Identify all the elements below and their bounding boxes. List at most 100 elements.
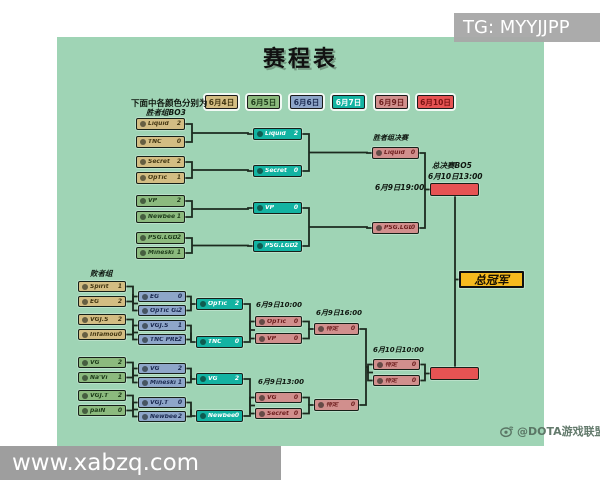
team-logo-icon xyxy=(257,205,263,211)
team-logo-icon xyxy=(140,235,146,241)
team-logo-icon xyxy=(259,394,265,401)
team-logo-icon xyxy=(142,336,148,343)
team-score: 1 xyxy=(117,282,122,290)
bracket-box-wb_r2-2: Secret 0 xyxy=(253,165,302,177)
team-name: PSG.LGD xyxy=(148,235,177,241)
team-logo-icon xyxy=(200,339,206,345)
team-score: 2 xyxy=(117,315,122,323)
team-logo-icon xyxy=(259,335,265,342)
team-score: 2 xyxy=(293,242,298,249)
label-wb_final: 胜者组决赛 xyxy=(373,134,408,142)
legend-label: 下面中各颜色分别为 xyxy=(131,99,208,109)
team-name: PSG.LGD xyxy=(265,243,294,249)
team-score: 0 xyxy=(410,224,415,231)
team-logo-icon xyxy=(140,121,146,127)
credit-text: @DOTA游戏联盟 xyxy=(517,425,600,438)
page-title: 赛程表 xyxy=(262,47,338,72)
team-score: 1 xyxy=(177,378,182,386)
bracket-box-wb_r1-2: TNC 0 xyxy=(136,136,185,148)
team-logo-icon xyxy=(140,159,146,165)
label-lb_r4b_time: 6月9日13:00 xyxy=(258,378,305,386)
team-name: Newbee xyxy=(208,413,235,419)
team-score: 0 xyxy=(177,292,182,300)
legend-day-2: 6月5日 xyxy=(247,95,280,109)
team-name: VGJ.T xyxy=(90,392,109,399)
team-name: Newbee xyxy=(150,413,178,420)
team-name: PSG.LGD xyxy=(384,225,411,231)
team-score: 0 xyxy=(176,138,181,145)
team-name: VGJ.S xyxy=(90,316,109,323)
team-name: Secret xyxy=(267,410,289,417)
team-logo-icon xyxy=(82,392,88,399)
team-score: 0 xyxy=(293,167,298,174)
team-score: 0 xyxy=(293,409,298,417)
team-logo-icon xyxy=(142,322,148,329)
team-name: VP xyxy=(267,335,277,342)
team-name: Secret xyxy=(148,159,170,165)
team-logo-icon xyxy=(377,361,383,368)
team-logo-icon xyxy=(257,168,263,174)
label-gf_time: 6月10日13:00 xyxy=(428,172,483,181)
team-score: 1 xyxy=(177,321,182,329)
team-logo-icon xyxy=(200,376,206,382)
team-name: Mineski xyxy=(148,250,174,256)
team-name: OpTic xyxy=(267,318,287,325)
team-name: TNC xyxy=(148,139,162,145)
team-name: 待定 xyxy=(326,326,339,332)
team-logo-icon xyxy=(259,318,265,325)
legend-day-3: 6月6日 xyxy=(290,95,323,109)
credit-line: @DOTA游戏联盟 xyxy=(500,423,600,439)
label-lb_r5_time: 6月9日16:00 xyxy=(316,309,363,317)
legend-day-4: 6月7日 xyxy=(332,95,365,109)
bracket-box-lb_r2-4: TNC PRE..2 xyxy=(138,334,186,345)
team-logo-icon xyxy=(82,331,88,338)
team-score: 0 xyxy=(293,334,298,342)
team-score: 0 xyxy=(411,360,416,368)
team-logo-icon xyxy=(376,225,382,231)
team-score: 0 xyxy=(117,330,122,338)
team-name: paiN xyxy=(90,407,106,414)
team-score: 2 xyxy=(176,234,181,241)
team-logo-icon xyxy=(82,298,88,305)
team-logo-icon xyxy=(142,307,148,314)
team-logo-icon xyxy=(200,413,206,419)
team-logo-icon xyxy=(140,250,146,256)
team-logo-icon xyxy=(140,175,146,181)
team-score: 0 xyxy=(411,376,416,384)
bracket-box-lb_r2-2: OpTic Ga..2 xyxy=(138,305,186,316)
legend-day-6: 6月10日 xyxy=(417,95,454,109)
team-logo-icon xyxy=(140,198,146,204)
top-watermark: TG: MYYJJPP xyxy=(454,13,600,42)
team-score: 0 xyxy=(293,317,298,325)
team-logo-icon xyxy=(142,413,148,420)
weibo-icon xyxy=(500,426,514,438)
label-wb: 胜者组BO3 xyxy=(146,108,186,117)
team-name: Secret xyxy=(265,168,287,174)
team-logo-icon xyxy=(142,379,148,386)
team-logo-icon xyxy=(82,374,88,381)
team-logo-icon xyxy=(377,377,383,384)
team-name: VGJ.T xyxy=(150,399,169,406)
team-name: Liquid xyxy=(384,150,405,156)
team-logo-icon xyxy=(140,214,146,220)
